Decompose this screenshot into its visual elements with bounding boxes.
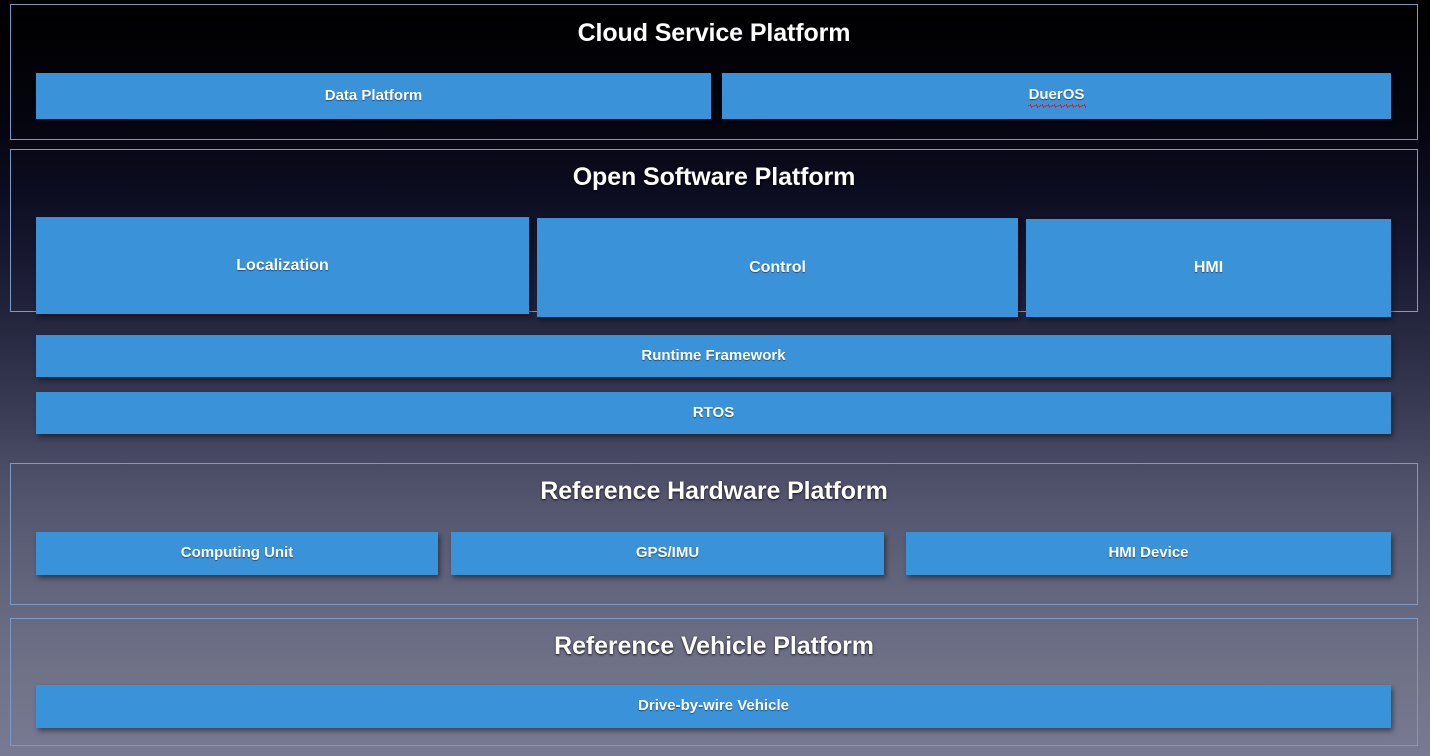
box-label-data-platform: Data Platform — [324, 86, 423, 104]
box-label-runtime-framework: Runtime Framework — [641, 346, 786, 364]
box-label-control: Control — [749, 258, 806, 276]
box-gps-imu[interactable]: GPS/IMU — [451, 532, 884, 575]
box-label-computing-unit: Computing Unit — [180, 544, 294, 562]
box-label-drive-by-wire-vehicle: Drive-by-wire Vehicle — [638, 697, 789, 715]
box-hmi-device[interactable]: HMI Device — [906, 532, 1391, 575]
box-rtos[interactable]: RTOS — [36, 392, 1391, 434]
box-data-platform[interactable]: Data Platform — [36, 73, 711, 119]
box-localization[interactable]: Localization — [36, 217, 529, 314]
box-label-gps-imu: GPS/IMU — [635, 544, 700, 562]
box-computing-unit[interactable]: Computing Unit — [36, 532, 438, 575]
section-open-software-platform: Open Software Platform Localization Cont… — [10, 149, 1418, 434]
section-cloud-service-platform: Cloud Service Platform Data Platform Due… — [10, 4, 1418, 140]
section-title-open-software-platform: Open Software Platform — [572, 163, 856, 191]
box-label-rtos: RTOS — [692, 403, 735, 421]
box-label-hmi-device: HMI Device — [1108, 544, 1189, 562]
section-title-cloud-service-platform: Cloud Service Platform — [577, 19, 851, 47]
section-reference-vehicle-platform: Reference Vehicle Platform Drive-by-wire… — [10, 618, 1418, 746]
box-hmi[interactable]: HMI — [1026, 219, 1391, 317]
box-label-hmi: HMI — [1193, 259, 1224, 277]
box-control[interactable]: Control — [537, 218, 1018, 317]
box-drive-by-wire-vehicle[interactable]: Drive-by-wire Vehicle — [36, 685, 1391, 728]
box-label-localization: Localization — [236, 256, 329, 274]
box-runtime-framework[interactable]: Runtime Framework — [36, 335, 1391, 377]
section-title-reference-hardware-platform: Reference Hardware Platform — [540, 477, 888, 505]
section-title-reference-vehicle-platform: Reference Vehicle Platform — [554, 632, 874, 660]
box-dueros[interactable]: DuerOS — [722, 73, 1391, 119]
box-label-dueros: DuerOS — [1027, 86, 1087, 108]
section-reference-hardware-platform: Reference Hardware Platform Computing Un… — [10, 463, 1418, 605]
